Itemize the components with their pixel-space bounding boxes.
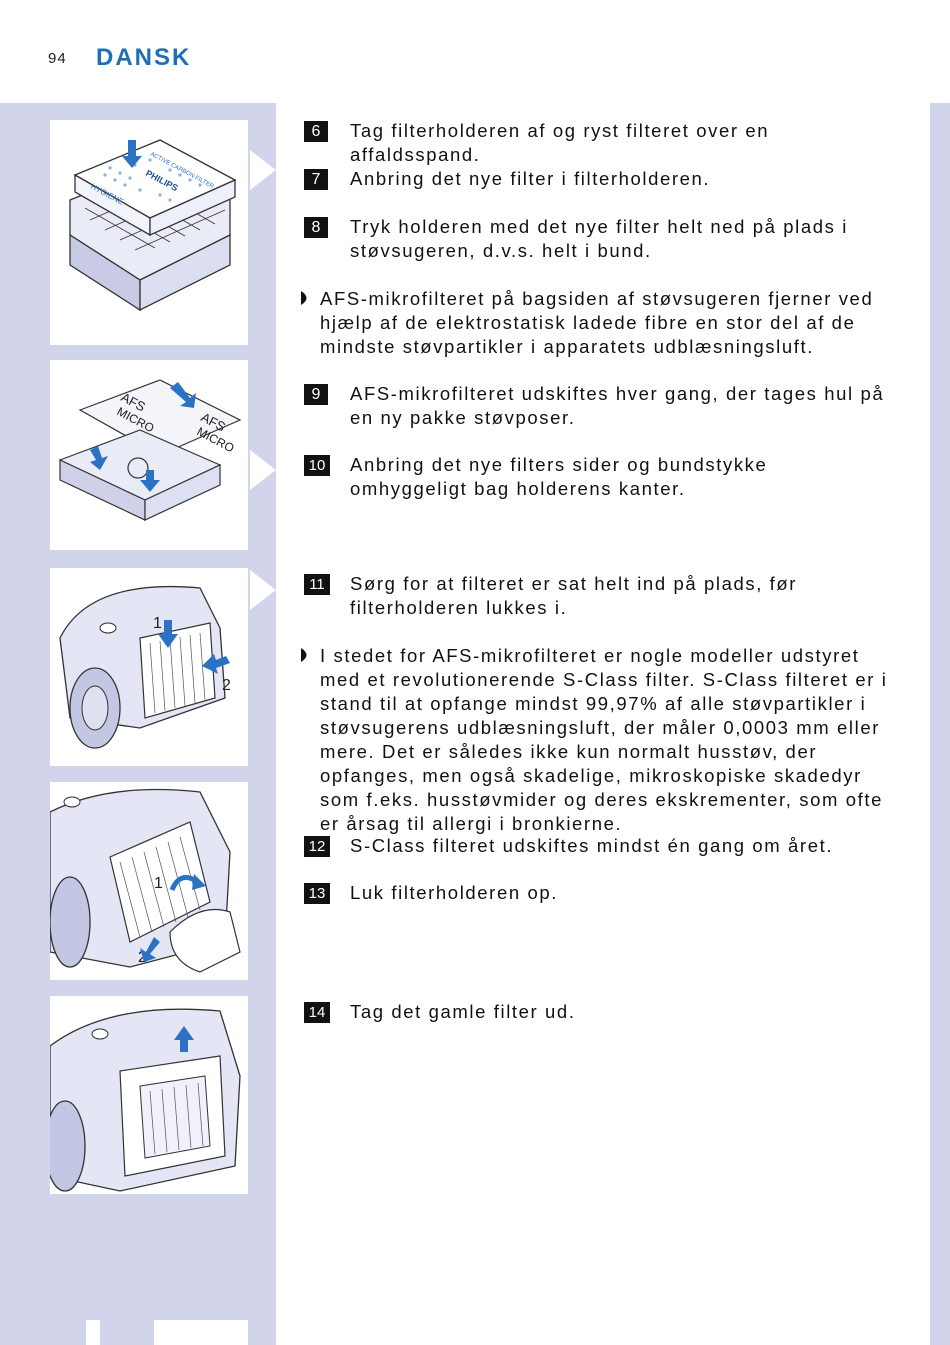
note-text: I stedet for AFS-mikrofilteret er nogle … (320, 645, 888, 834)
callout-2: 2 (222, 677, 231, 694)
step-text: Luk filterholderen op. (350, 882, 558, 903)
arrow-down-left-icon (90, 446, 108, 470)
panel-pointer (250, 150, 276, 190)
step-number: 14 (304, 1002, 330, 1023)
step-number: 9 (304, 384, 328, 405)
step-text: Tag det gamle filter ud. (350, 1001, 576, 1022)
bullet-icon (301, 648, 307, 662)
illustration-filter-holder: HYGIENE PHILIPS ACTIVE CARBON FILTER (50, 120, 248, 345)
step-text: Anbring det nye filters sider og bundsty… (350, 454, 768, 499)
step-number: 8 (304, 217, 328, 238)
footer-tab (86, 1320, 100, 1345)
arrow-down-icon (140, 470, 160, 492)
panel-pointer (250, 570, 276, 610)
arrow-down-right-icon (170, 382, 196, 408)
page-number: 94 (48, 50, 67, 67)
step-text: Tag filterholderen af og ryst filteret o… (350, 120, 770, 165)
step-text: Anbring det nye filter i filterholderen. (350, 168, 711, 189)
step-text: Sørg for at filteret er sat helt ind på … (350, 573, 798, 618)
step-number: 6 (304, 121, 328, 142)
step-number: 7 (304, 169, 328, 190)
footer-tab (154, 1320, 248, 1345)
step-number: 11 (304, 574, 330, 595)
note-text: AFS-mikrofilteret på bagsiden af støvsug… (320, 288, 874, 357)
arrow-up-icon (174, 1026, 194, 1052)
illustration-remove-filter (50, 996, 248, 1194)
arrow-left-icon (202, 654, 230, 674)
illustration-vacuum-afs: 1 2 (50, 568, 248, 766)
arrow-down-icon (158, 620, 178, 648)
illustration-sclass-release: 1 2 (50, 782, 248, 980)
bullet-icon (301, 291, 307, 305)
callout-1: 1 (154, 875, 163, 892)
callout-2: 2 (138, 949, 147, 966)
step-text: Tryk holderen med det nye filter helt ne… (350, 216, 848, 261)
rotate-arrow-icon (169, 874, 206, 892)
callout-1: 1 (153, 615, 162, 632)
panel-pointer (250, 450, 276, 490)
illustration-afs-micro: AFS MICRO AFS MICRO (50, 360, 248, 550)
arrow-down-icon (122, 140, 142, 168)
step-text: S-Class filteret udskiftes mindst én gan… (350, 835, 834, 856)
step-number: 13 (304, 883, 330, 904)
step-number: 10 (304, 455, 330, 476)
section-title: DANSK (96, 44, 192, 71)
step-number: 12 (304, 836, 330, 857)
arrow-down-left-icon (140, 937, 160, 962)
step-text: AFS-mikrofilteret udskiftes hver gang, d… (350, 383, 885, 428)
right-margin-band (930, 103, 950, 1345)
